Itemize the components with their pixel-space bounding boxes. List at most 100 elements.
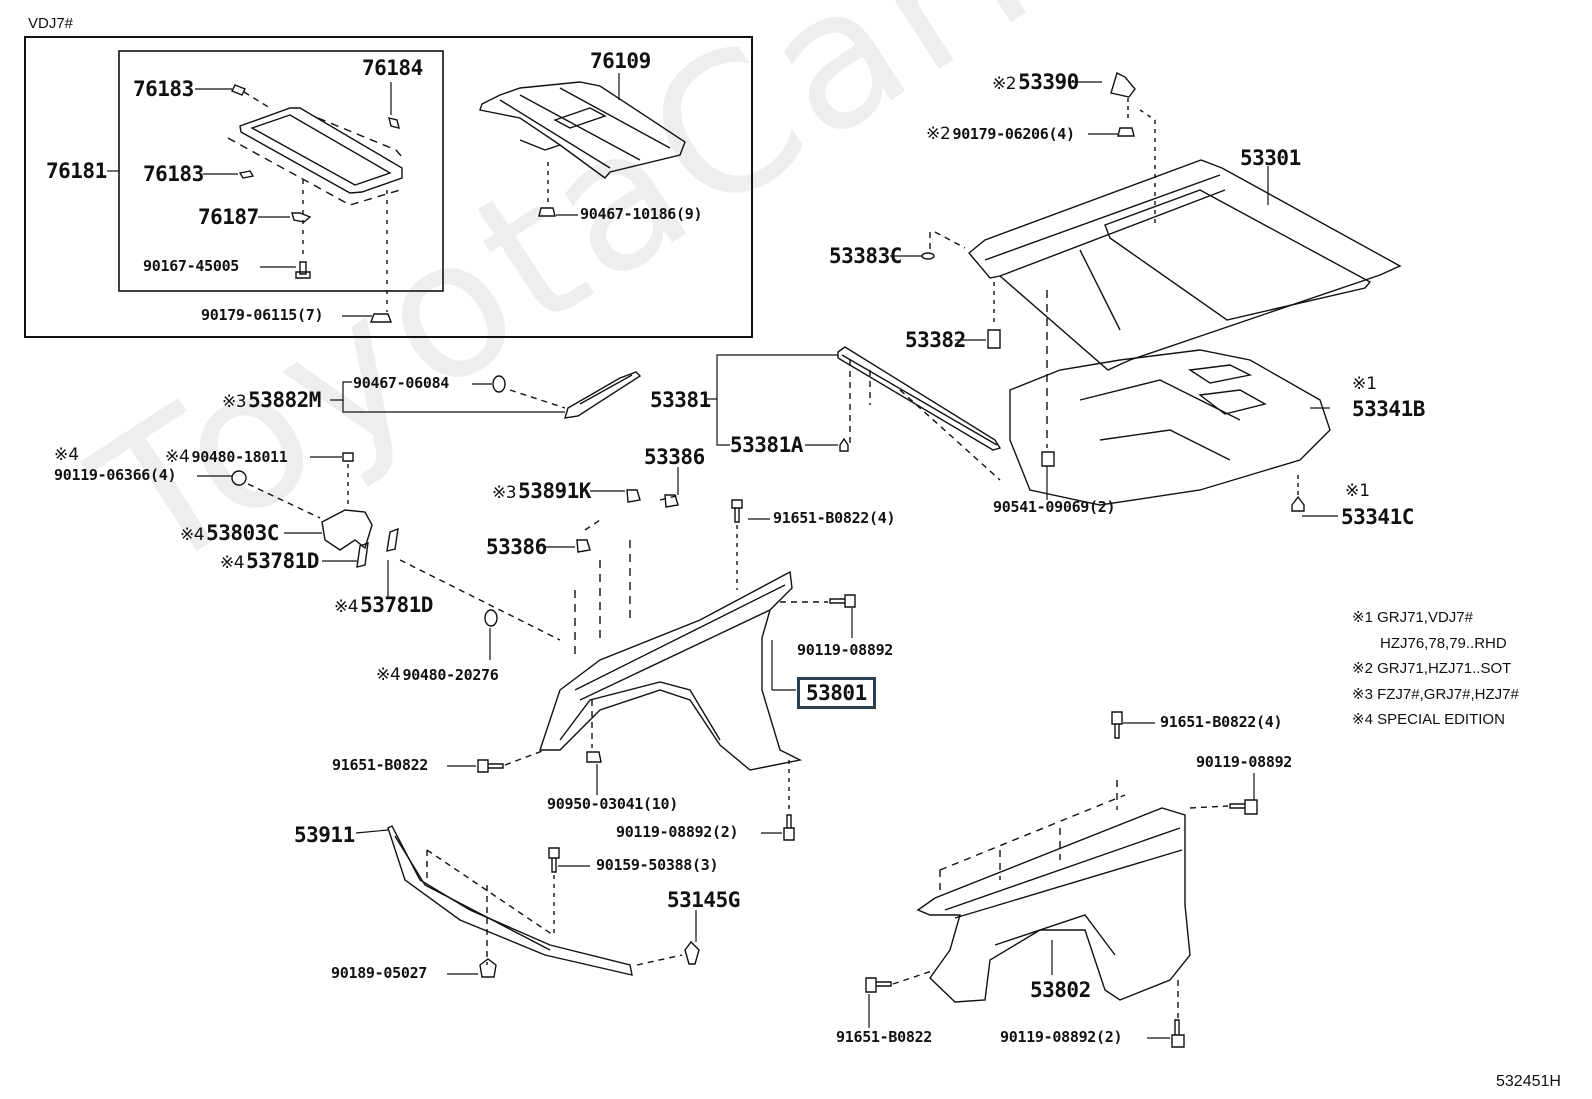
part-53381a-clip (839, 437, 849, 452)
part-label-53802[interactable]: 53802 (1030, 978, 1091, 1002)
part-label-90189-05027[interactable]: 90189-05027 (331, 964, 428, 982)
note-mark-53341b: ※1 (1352, 376, 1379, 393)
part-label-53386[interactable]: 53386 (486, 535, 547, 559)
part-90480-20276-cushion (484, 609, 498, 627)
part-53386-cushion-b (576, 539, 591, 553)
part-label-53301[interactable]: 53301 (1240, 146, 1301, 170)
legend-mark: ※4 (1352, 711, 1373, 728)
part-76187-nut (291, 212, 312, 223)
part-label-76109[interactable]: 76109 (590, 49, 651, 73)
part-label-53801-highlighted[interactable]: 53801 (797, 677, 876, 709)
part-label-90541-09069[interactable]: 90541-09069(2) (993, 498, 1116, 516)
part-label-53911[interactable]: 53911 (294, 823, 355, 847)
part-53145g-clip (684, 940, 700, 965)
note-mark: ※3 (222, 392, 247, 412)
part-90119-bolt-a (829, 594, 856, 608)
part-90167-bolt (295, 261, 311, 279)
part-label-53381a[interactable]: 53381A (730, 433, 803, 457)
part-90189-clip (479, 958, 497, 978)
part-53386-cushion-a (664, 494, 679, 508)
part-53781d-pad-b (386, 527, 399, 552)
part-label-53781d[interactable]: ※453781D (220, 551, 319, 572)
part-number: 53781D (246, 549, 319, 573)
part-label-53803c[interactable]: ※453803C (180, 523, 279, 544)
part-label-53341b[interactable]: 53341B (1352, 397, 1425, 421)
note-mark: ※2 (926, 124, 951, 144)
part-label-76183[interactable]: 76183 (133, 77, 194, 101)
part-label-90119-08892-2[interactable]: 90119-08892(2) (1000, 1028, 1123, 1046)
part-53381-seal (837, 346, 1002, 451)
part-91651-bolt-a (731, 499, 743, 523)
part-label-76187[interactable]: 76187 (198, 205, 259, 229)
part-label-90467-06084[interactable]: 90467-06084 (353, 374, 450, 392)
part-label-53381[interactable]: 53381 (650, 388, 711, 412)
part-label-53386[interactable]: 53386 (644, 445, 705, 469)
part-53301-hood (968, 159, 1402, 371)
part-label-90119-08892[interactable]: 90119-08892 (797, 641, 894, 659)
part-label-53382[interactable]: 53382 (905, 328, 966, 352)
note-mark: ※1 (1352, 374, 1378, 394)
note-mark: ※4 (220, 553, 245, 573)
part-label-91651-b0822-4[interactable]: 91651-B0822(4) (773, 509, 896, 527)
legend-mark: ※1 (1352, 609, 1373, 626)
legend-item: ※1 GRJ71,VDJ7# (1352, 605, 1519, 631)
part-label-76183[interactable]: 76183 (143, 162, 204, 186)
note-mark: ※4 (165, 447, 190, 467)
part-label-76181[interactable]: 76181 (46, 159, 107, 183)
part-53802-fender (916, 807, 1191, 1003)
part-53891k-bracket (626, 489, 641, 503)
part-76181-tray (227, 107, 403, 206)
part-label-91651-b0822-4[interactable]: 91651-B0822(4) (1160, 713, 1283, 731)
part-53390-stay (1110, 72, 1136, 98)
part-number: 90480-18011 (191, 448, 288, 466)
note-mark: ※1 (1345, 481, 1371, 501)
part-label-90167-45005[interactable]: 90167-45005 (143, 257, 240, 275)
part-53382-cushion (987, 329, 1001, 349)
part-label-90119-06366[interactable]: 90119-06366(4) (54, 466, 177, 484)
part-number: 90480-20276 (402, 666, 499, 684)
applicability-legend: ※1 GRJ71,VDJ7# HZJ76,78,79..RHD ※2 GRJ71… (1352, 605, 1519, 733)
part-number: 53781D (360, 593, 433, 617)
part-label-53383c[interactable]: 53383C (829, 244, 902, 268)
part-number: 53891K (518, 479, 591, 503)
part-label-90179-06115[interactable]: 90179-06115(7) (201, 306, 324, 324)
part-number: 90179-06206(4) (952, 125, 1075, 143)
note-mark-90119-06366: ※4 (54, 447, 81, 464)
part-label-76184[interactable]: 76184 (362, 56, 423, 80)
part-label-53390[interactable]: ※253390 (992, 72, 1079, 93)
part-90467-06084-clip (492, 375, 506, 393)
part-label-90119-08892-2[interactable]: 90119-08892(2) (616, 823, 739, 841)
note-mark: ※3 (492, 483, 517, 503)
part-label-90159-50388[interactable]: 90159-50388(3) (596, 856, 719, 874)
part-90119-06366-bolt (231, 470, 247, 486)
part-90480-18011-cushion (342, 452, 354, 462)
part-90541-cushion (1041, 451, 1055, 467)
part-label-53781d[interactable]: ※453781D (334, 595, 433, 616)
part-label-53145g[interactable]: 53145G (667, 888, 740, 912)
part-label-53882m[interactable]: ※353882M (222, 390, 321, 411)
note-mark: ※4 (376, 665, 401, 685)
part-label-91651-b0822[interactable]: 91651-B0822 (332, 756, 429, 774)
note-mark: ※2 (992, 74, 1017, 94)
part-53801-apron (539, 570, 803, 771)
part-label-90950-03041[interactable]: 90950-03041(10) (547, 795, 678, 813)
part-90119-bolt-b (1229, 799, 1258, 815)
legend-text: SPECIAL EDITION (1377, 711, 1505, 728)
part-76183-clip-a (231, 84, 246, 96)
note-mark-53341c: ※1 (1345, 483, 1372, 500)
note-mark: ※4 (180, 525, 205, 545)
inset-frame-outer (24, 36, 753, 338)
part-label-53341c[interactable]: 53341C (1341, 505, 1414, 529)
part-53882m-rail (564, 371, 642, 419)
part-label-90119-08892[interactable]: 90119-08892 (1196, 753, 1293, 771)
part-53911-extension (387, 825, 633, 976)
part-91651-bolt-d (865, 977, 892, 993)
part-90179-clip (369, 313, 393, 323)
part-label-90467-10186[interactable]: 90467-10186(9) (580, 205, 703, 223)
part-label-91651-b0822[interactable]: 91651-B0822 (836, 1028, 933, 1046)
part-label-53891k[interactable]: ※353891K (492, 481, 591, 502)
